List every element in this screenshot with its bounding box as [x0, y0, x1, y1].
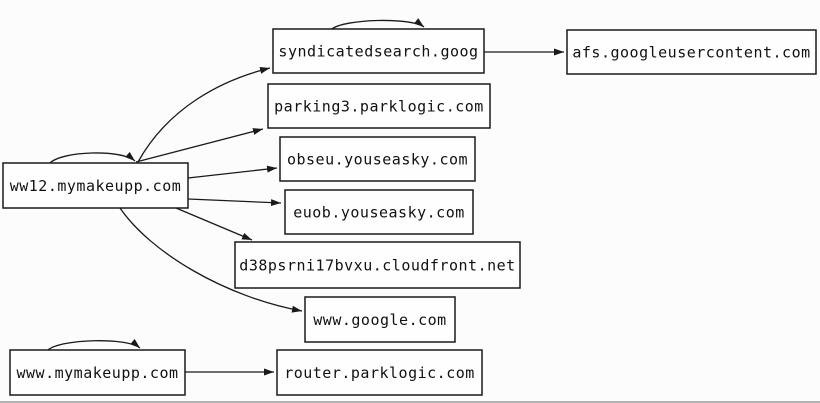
- node-parking3-parklogic-com: parking3.parklogic.com: [267, 83, 491, 129]
- edge-ww12-mymakeupp-com-to-d38psrni17bvxu-cloudfront-net: [175, 207, 253, 241]
- node-box-euob-youseasky-com: [284, 189, 474, 235]
- node-syndicatedsearch-goog: syndicatedsearch.goog: [272, 28, 485, 74]
- edge-self-loop-www-mymakeupp-com: [47, 338, 141, 351]
- node-label-euob-youseasky-com: euob.youseasky.com: [293, 204, 465, 222]
- node-obseu-youseasky-com: obseu.youseasky.com: [279, 136, 476, 182]
- node-label-obseu-youseasky-com: obseu.youseasky.com: [287, 151, 468, 169]
- node-ww12-mymakeupp-com: ww12.mymakeupp.com: [2, 162, 189, 209]
- node-www-google-com: www.google.com: [304, 296, 456, 343]
- edge-ww12-mymakeupp-com-to-euob-youseasky-com: [187, 198, 282, 207]
- node-label-www-mymakeupp-com: www.mymakeupp.com: [16, 364, 178, 382]
- node-label-syndicatedsearch-goog: syndicatedsearch.goog: [278, 43, 478, 61]
- node-box-syndicatedsearch-goog: [272, 28, 485, 74]
- node-box-d38psrni17bvxu-cloudfront-net: [234, 241, 521, 289]
- edge-ww12-mymakeupp-com-to-syndicatedsearch-goog: [137, 66, 271, 163]
- node-label-router-parklogic-com: router.parklogic.com: [284, 364, 475, 382]
- edge-ww12-mymakeupp-com-to-www-google-com: [119, 207, 303, 313]
- node-label-afs-googleusercontent-com: afs.googleusercontent.com: [572, 44, 810, 62]
- node-d38psrni17bvxu-cloudfront-net: d38psrni17bvxu.cloudfront.net: [234, 241, 521, 289]
- edge-ww12-mymakeupp-com-to-obseu-youseasky-com: [187, 165, 278, 179]
- node-box-afs-googleusercontent-com: [566, 29, 817, 75]
- node-www-mymakeupp-com: www.mymakeupp.com: [9, 349, 186, 396]
- node-box-ww12-mymakeupp-com: [2, 162, 189, 209]
- node-box-www-mymakeupp-com: [9, 349, 186, 396]
- window-bottom-border: [0, 401, 820, 403]
- node-box-www-google-com: [304, 296, 456, 343]
- node-label-d38psrni17bvxu-cloudfront-net: d38psrni17bvxu.cloudfront.net: [239, 257, 515, 275]
- node-euob-youseasky-com: euob.youseasky.com: [284, 189, 474, 235]
- node-label-www-google-com: www.google.com: [313, 311, 446, 329]
- node-box-obseu-youseasky-com: [279, 136, 476, 182]
- node-afs-googleusercontent-com: afs.googleusercontent.com: [566, 29, 817, 75]
- edge-self-loop-ww12-mymakeupp-com: [49, 151, 136, 164]
- node-box-router-parklogic-com: [276, 349, 483, 396]
- node-label-parking3-parklogic-com: parking3.parklogic.com: [274, 98, 484, 116]
- node-box-parking3-parklogic-com: [267, 83, 491, 129]
- node-label-ww12-mymakeupp-com: ww12.mymakeupp.com: [10, 177, 182, 195]
- edge-ww12-mymakeupp-com-to-parking3-parklogic-com: [135, 128, 264, 163]
- node-router-parklogic-com: router.parklogic.com: [276, 349, 483, 396]
- edge-self-loop-syndicatedsearch-goog: [331, 18, 425, 30]
